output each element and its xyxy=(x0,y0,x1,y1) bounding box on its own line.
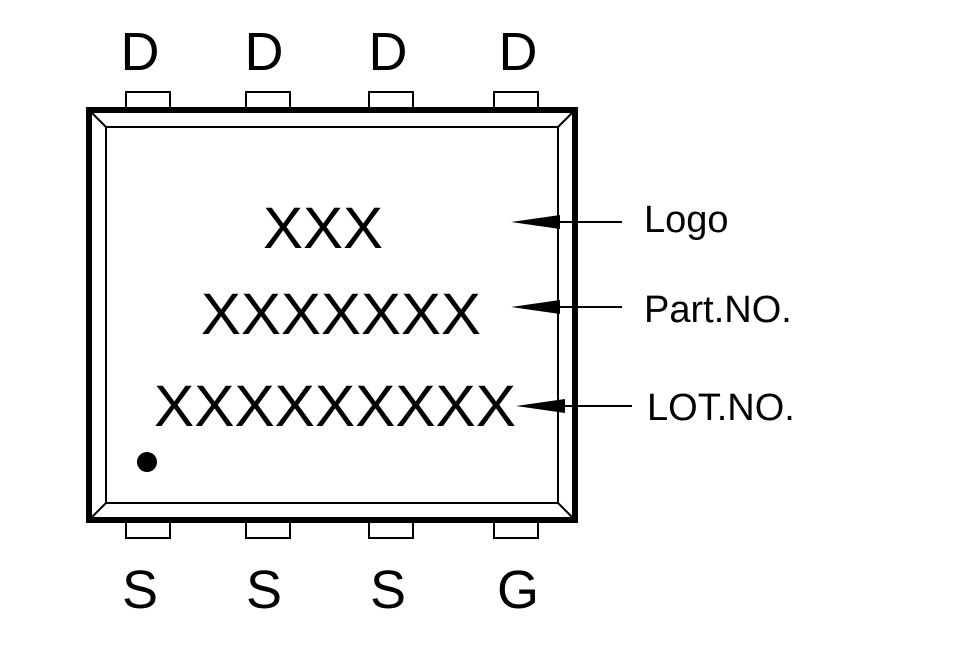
lot-no-marking: XXXXXXXXX xyxy=(154,374,516,439)
logo-callout-label: Logo xyxy=(644,199,729,241)
top-pin-label-2: D xyxy=(245,22,284,82)
part-no-callout-label: Part.NO. xyxy=(644,289,792,331)
top-pin-label-4: D xyxy=(499,22,538,82)
pin1-indicator-dot xyxy=(137,452,157,472)
package-inner-bevel xyxy=(105,126,559,504)
bevel-corner-tl xyxy=(91,112,107,128)
callout-arrows xyxy=(511,215,632,413)
package-body xyxy=(86,107,578,523)
part-no-marking: XXXXXXX xyxy=(201,282,481,347)
lot-no-arrowhead xyxy=(516,399,565,413)
top-pin-label-3: D xyxy=(369,22,408,82)
bevel-corner-bl xyxy=(91,502,107,518)
bottom-pin-label-4: G xyxy=(497,560,539,620)
bottom-pins xyxy=(125,519,539,539)
logo-arrowhead xyxy=(511,215,560,229)
lot-no-callout-label: LOT.NO. xyxy=(647,387,795,429)
bottom-pin-label-1: S xyxy=(122,560,158,620)
package-outline xyxy=(86,107,578,523)
logo-marking: XXX xyxy=(263,196,383,261)
bottom-pin-labels: S S S G xyxy=(122,560,539,620)
callout-labels: Logo Part.NO. LOT.NO. xyxy=(644,199,795,429)
top-pin-labels: D D D D xyxy=(121,22,538,82)
bottom-pin-label-2: S xyxy=(246,560,282,620)
bottom-pin-label-3: S xyxy=(370,560,406,620)
top-pin-label-1: D xyxy=(121,22,160,82)
bevel-corner-tr xyxy=(557,112,573,128)
bevel-corner-br xyxy=(557,502,573,518)
part-no-arrowhead xyxy=(511,300,560,314)
top-pins xyxy=(125,91,539,111)
package-marking: XXX XXXXXXX XXXXXXXXX xyxy=(154,196,516,439)
